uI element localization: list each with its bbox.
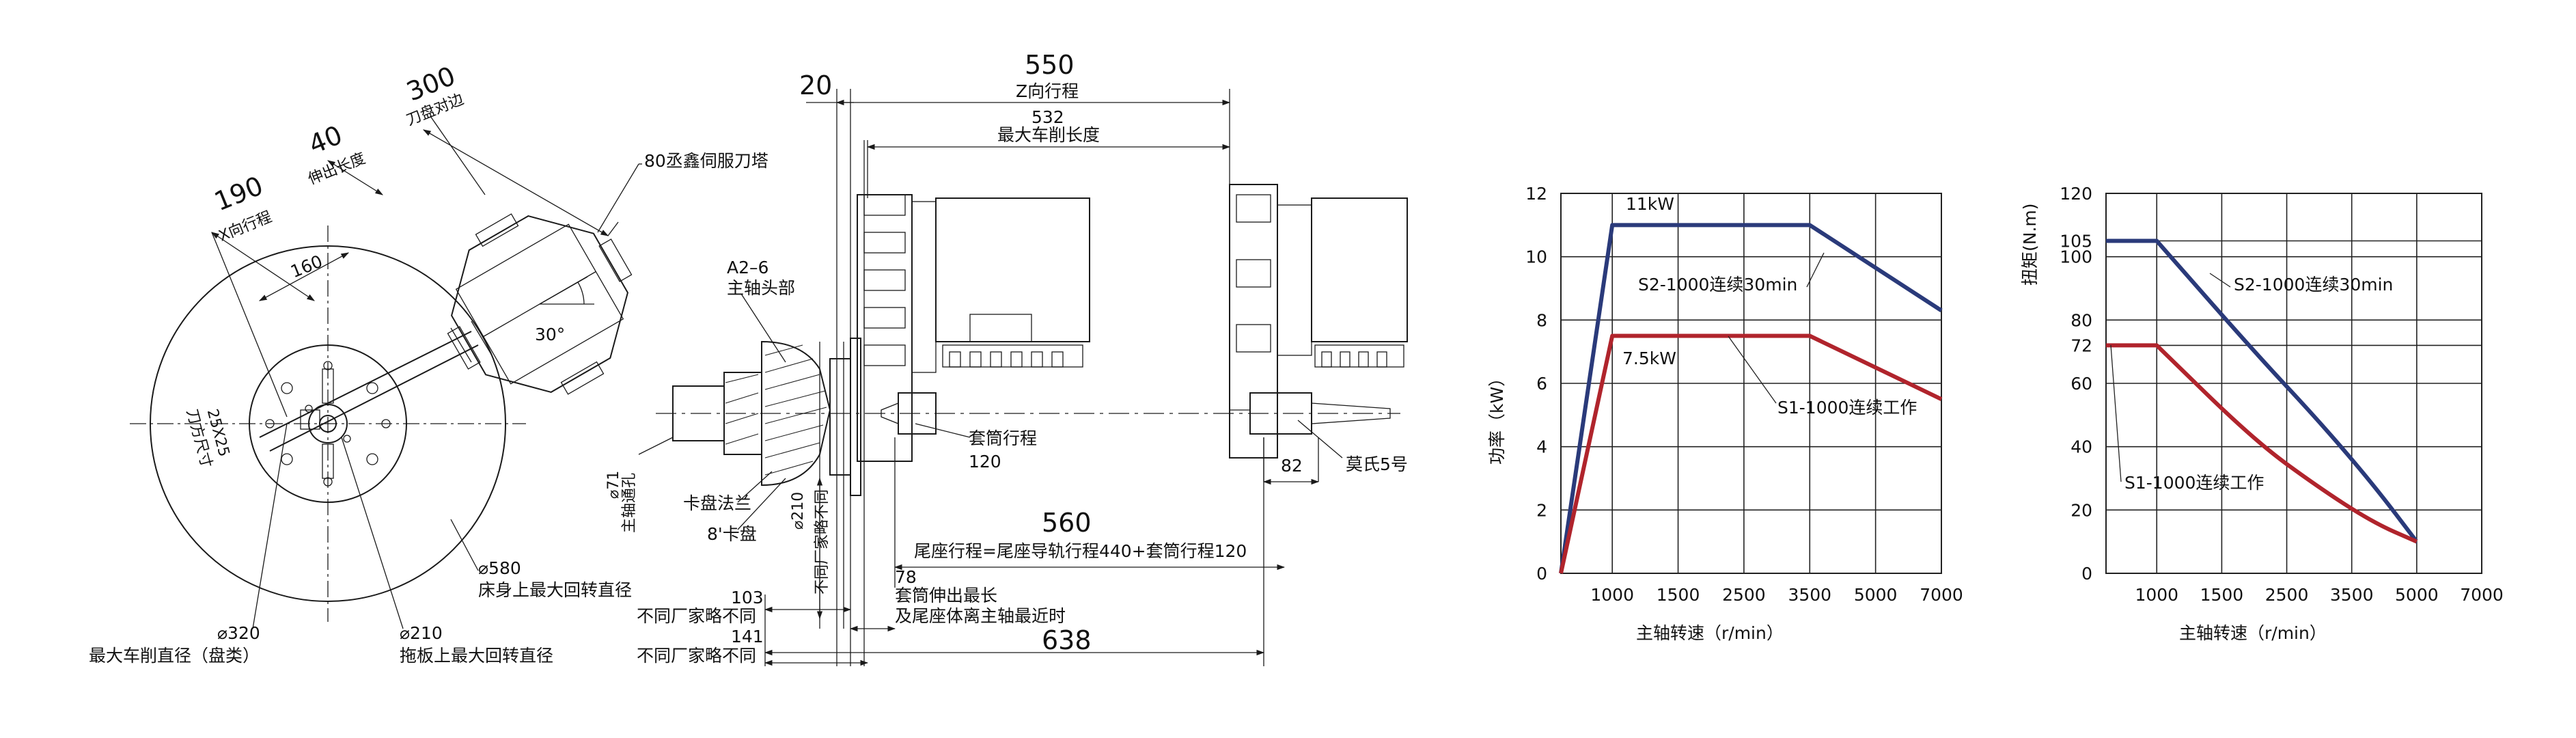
c2-legend-leader-0 — [2209, 273, 2231, 288]
power-chart: 1000 1500 2500 3500 5000 7000 0 2 4 6 8 10 12S2-1000… — [1525, 184, 1963, 605]
c2-xtick-1: 1500 — [2200, 585, 2244, 605]
torque-xlabel: 主轴转速（r/min） — [2179, 623, 2327, 643]
c1-legend-leader-0 — [1806, 252, 1825, 288]
c2-legend-0: S2-1000连续30min — [2234, 275, 2393, 295]
power-annotation-11kw: 11kW — [1626, 194, 1674, 214]
c1-xtick-4: 5000 — [1854, 585, 1898, 605]
c2-xtick-4: 5000 — [2395, 585, 2439, 605]
dim-638: 638 — [1042, 625, 1092, 655]
dim-78: 78 — [895, 567, 917, 587]
c1-series-0 — [1559, 223, 1943, 574]
c1-ytick-2: 4 — [1536, 437, 1547, 457]
c2-xtick-0: 1000 — [2135, 585, 2178, 605]
label-max-turn-len: 最大车削长度 — [997, 125, 1100, 145]
c2-ytick-6: 100 — [2060, 247, 2092, 267]
c1-ytick-4: 8 — [1536, 310, 1547, 330]
dim-160: 160 — [288, 251, 325, 282]
label-spindle-head: 主轴头部 — [727, 278, 795, 298]
label-chuck-flange: 卡盘法兰 — [683, 493, 751, 513]
power-annotation-7-5kw: 7.5kW — [1622, 348, 1676, 368]
c1-ytick-6: 12 — [1525, 184, 1547, 204]
c2-ytick-2: 40 — [2071, 437, 2092, 457]
c1-xtick-0: 1000 — [1590, 585, 1634, 605]
label-varies-2: 不同厂家略不同 — [637, 646, 756, 666]
c1-series-1 — [1559, 333, 1943, 574]
c1-legend-1: S1-1000连续工作 — [1777, 398, 1917, 418]
dim-190: 190 — [210, 170, 267, 217]
label-tail-formula: 尾座行程=尾座导轨行程440+套筒行程120 — [914, 541, 1247, 561]
c2-ytick-3: 60 — [2071, 374, 2092, 394]
c2-xtick-5: 7000 — [2460, 585, 2504, 605]
c1-xtick-5: 7000 — [1920, 585, 1963, 605]
label-bore: 主轴通孔 — [621, 473, 638, 533]
c2-xtick-2: 2500 — [2265, 585, 2309, 605]
label-varies-vertical: 不同厂家略不同 — [814, 489, 831, 594]
label-z-travel: Z向行程 — [1016, 81, 1079, 101]
c2-ytick-0: 0 — [2081, 564, 2092, 584]
dim-560: 560 — [1042, 508, 1092, 538]
c2-ytick-4: 72 — [2071, 336, 2092, 355]
d580-text: ⌀580 — [478, 558, 521, 578]
dim-20: 20 — [799, 70, 832, 100]
label-tail-min: 及尾座体离主轴最近时 — [895, 606, 1066, 626]
c2-legend-1: S1-1000连续工作 — [2124, 473, 2264, 493]
c2-ytick-7: 105 — [2060, 232, 2092, 251]
c2-ytick-1: 20 — [2071, 500, 2092, 520]
torque-chart: 1000 1500 2500 3500 5000 7000 0 20 40 60 72 80 10010… — [2060, 184, 2504, 605]
label-spindle-nose: A2–6 — [727, 258, 768, 277]
label-d210-side: ⌀210 — [790, 492, 807, 530]
c2-ytick-8: 120 — [2060, 184, 2092, 204]
label-turret: 80丞鑫伺服刀塔 — [644, 151, 768, 171]
turret-front-view — [130, 115, 642, 629]
dim-103: 103 — [731, 588, 764, 607]
label-quill-travel: 套筒行程 — [969, 428, 1037, 448]
c1-xtick-1: 1500 — [1657, 585, 1700, 605]
c1-xtick-2: 2500 — [1722, 585, 1766, 605]
dim-40: 40 — [305, 120, 346, 160]
d210-text: ⌀210 — [400, 623, 443, 643]
c1-legend-leader-1 — [1728, 336, 1777, 404]
power-xlabel: 主轴转速（r/min） — [1636, 623, 1784, 643]
angle-30: 30° — [535, 325, 565, 344]
label-chuck: 8'卡盘 — [707, 524, 757, 544]
label-carriage-swing: 拖板上最大回转直径 — [400, 646, 553, 666]
label-max-turn: 最大车削直径（盘类） — [89, 646, 260, 666]
c2-xtick-3: 3500 — [2330, 585, 2374, 605]
power-ylabel: 功率（kW） — [1487, 370, 1507, 465]
spindle-section — [672, 338, 861, 496]
c1-ytick-3: 6 — [1536, 374, 1547, 394]
label-quill-ext: 套筒伸出最长 — [895, 586, 997, 605]
c1-ytick-5: 10 — [1525, 247, 1547, 267]
d320-text: ⌀320 — [217, 623, 260, 643]
quill-travel-value: 120 — [969, 452, 1001, 472]
label-morse: 莫氏5号 — [1346, 454, 1408, 474]
c1-legend-0: S2-1000连续30min — [1638, 275, 1797, 295]
c1-ytick-0: 0 — [1536, 564, 1547, 584]
label-bed-swing: 床身上最大回转直径 — [478, 580, 632, 600]
label-varies-1: 不同厂家略不同 — [637, 606, 756, 626]
c1-ytick-1: 2 — [1536, 500, 1547, 520]
dim-141: 141 — [731, 627, 764, 646]
dim-532: 532 — [1031, 107, 1064, 127]
c2-series-0 — [2106, 238, 2419, 544]
label-bore-d: ⌀71 — [605, 471, 622, 499]
c2-legend-leader-1 — [2110, 344, 2122, 482]
c2-ytick-5: 80 — [2071, 310, 2092, 330]
dim-550: 550 — [1025, 50, 1075, 80]
dim-82: 82 — [1281, 456, 1303, 476]
torque-ylabel: 扭矩(N.m) — [2020, 203, 2040, 286]
c2-series-1 — [2106, 343, 2418, 544]
c1-xtick-3: 3500 — [1788, 585, 1831, 605]
lathe-side-view — [638, 89, 1408, 666]
